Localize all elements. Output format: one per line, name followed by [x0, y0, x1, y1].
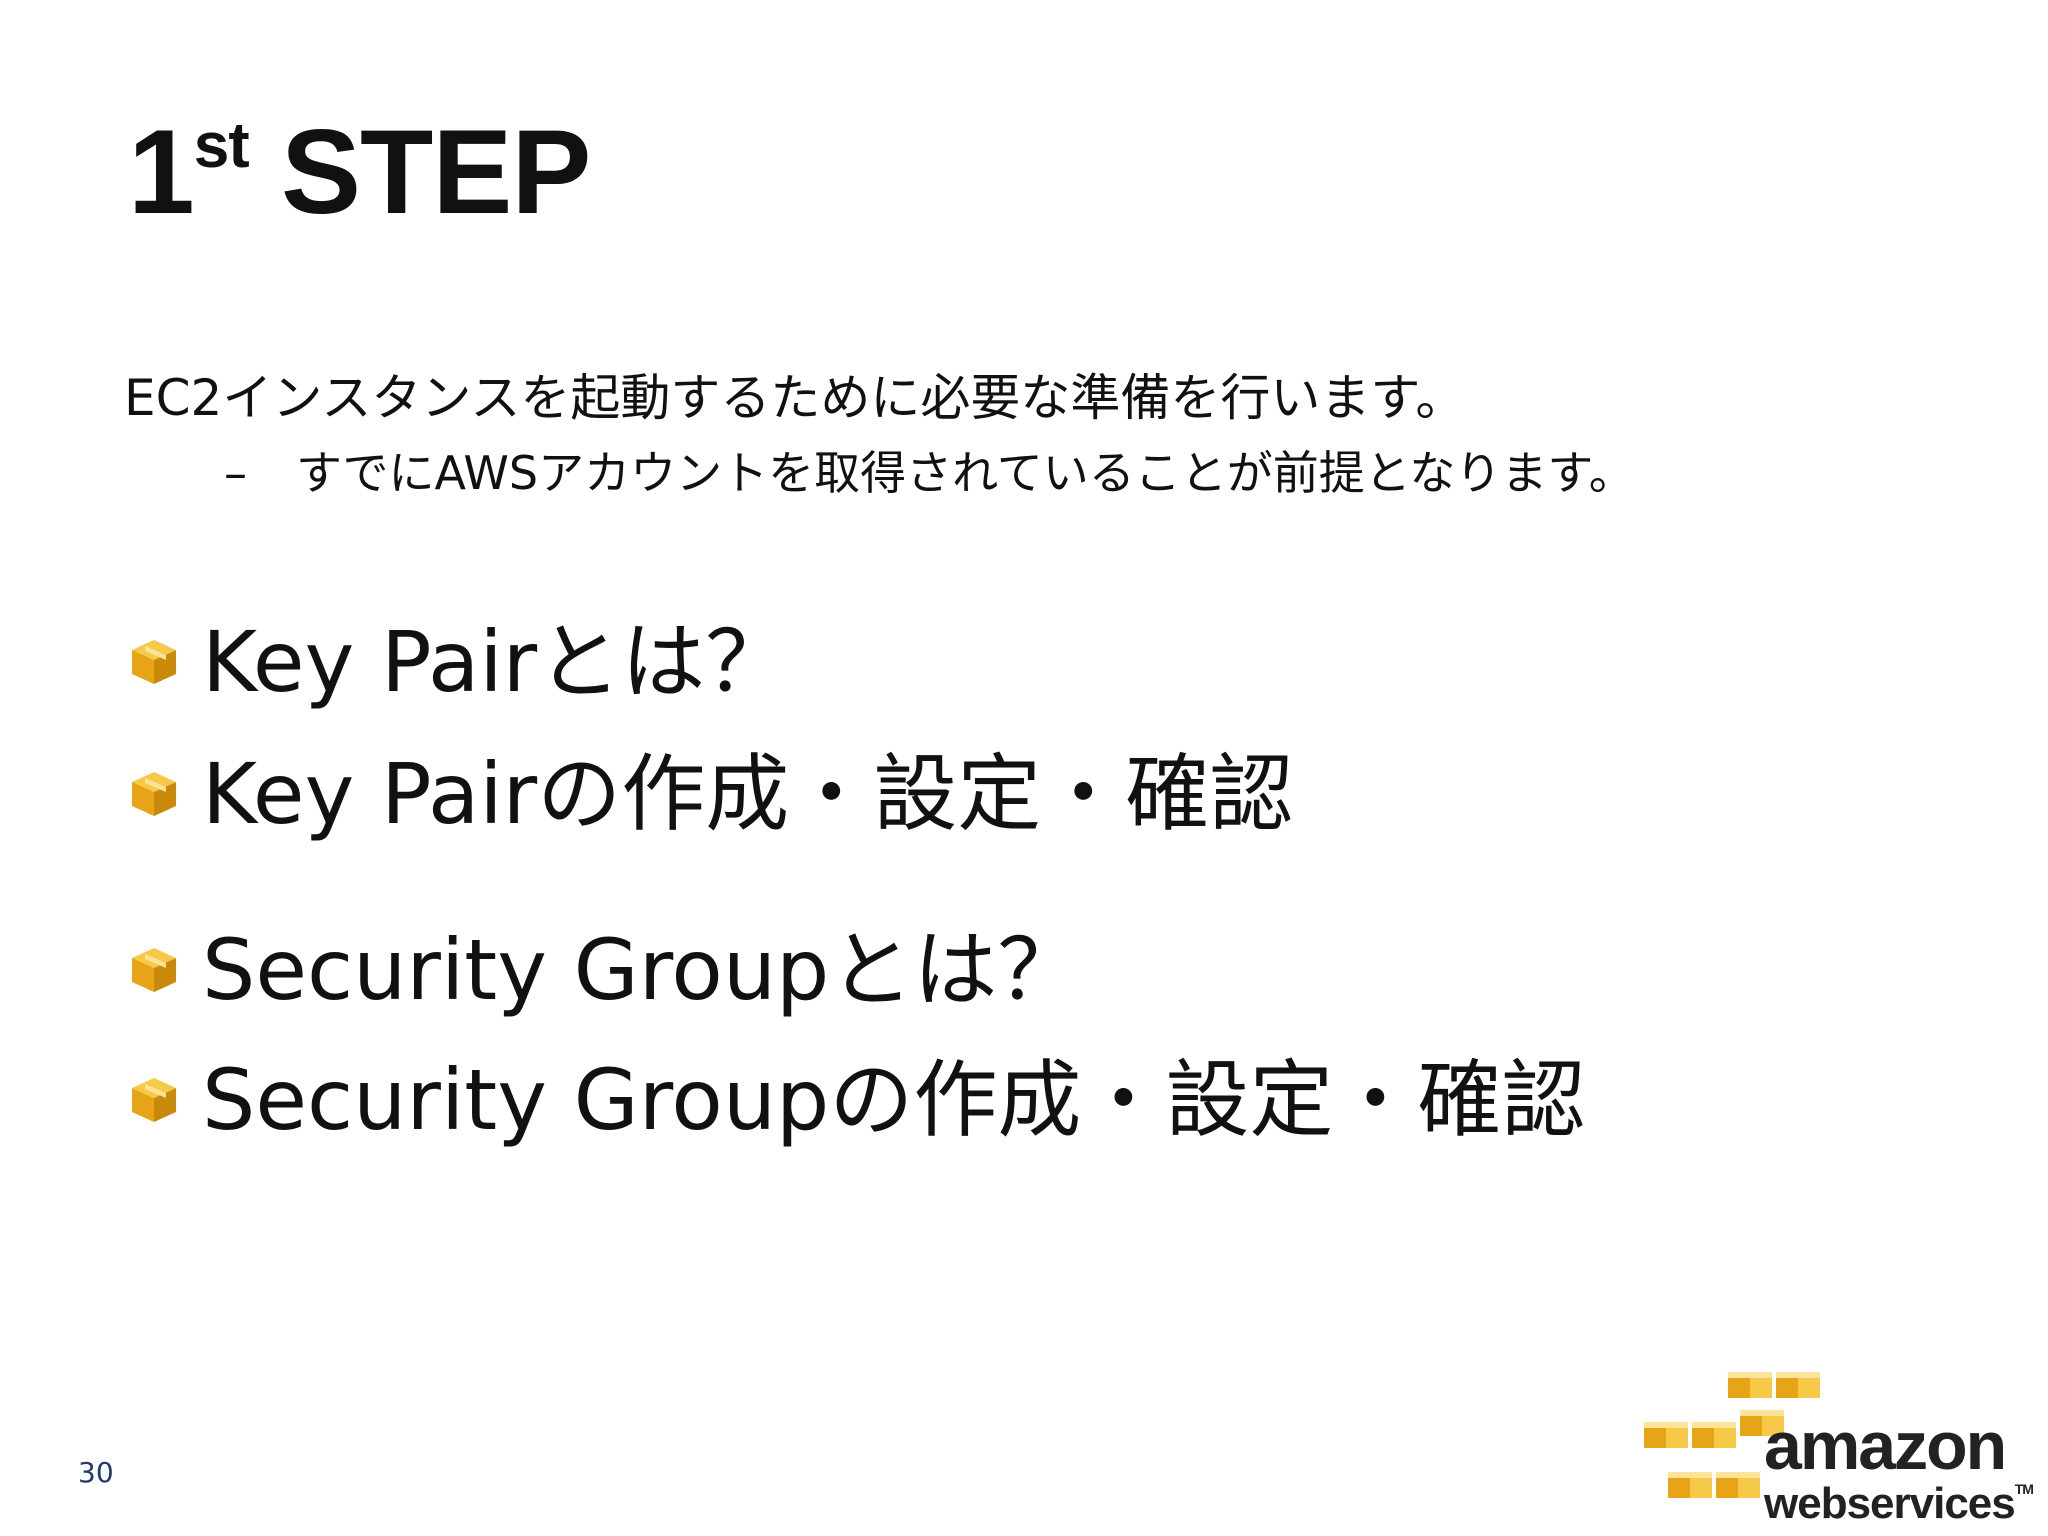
aws-logo-cubes-icon [1644, 1372, 1820, 1498]
logo-amazon-text: amazon [1764, 1408, 2007, 1484]
title-ordinal-suffix: st [193, 109, 250, 181]
title-number: 1 [128, 105, 195, 239]
aws-cube-icon [132, 948, 176, 992]
bullet-text: Key Pairの作成・設定・確認 [202, 745, 1294, 843]
title-step-text: STEP [248, 105, 591, 239]
sub-bullet-dash: – [224, 446, 247, 500]
bullet-item: Key Pairの作成・設定・確認 [128, 752, 1293, 836]
logo-webservices-line: webservicesTM [1764, 1479, 2034, 1528]
aws-cube-icon [132, 1078, 176, 1122]
intro-text: EC2インスタンスを起動するために必要な準備を行います。 [124, 369, 1466, 427]
aws-cube-icon [132, 772, 176, 816]
bullet-item: Key Pairとは？ [128, 620, 789, 704]
sub-bullet-text: すでにAWSアカウントを取得されていることが前提となります。 [296, 446, 1635, 500]
bullet-item: Security Groupとは？ [128, 928, 1081, 1012]
sub-bullet: –すでにAWSアカウントを取得されていることが前提となります。 [224, 446, 1635, 501]
page-number: 30 [78, 1456, 114, 1489]
bullet-text: Security Groupの作成・設定・確認 [202, 1051, 1586, 1149]
bullet-item: Security Groupの作成・設定・確認 [128, 1058, 1585, 1142]
slide-title: 1st STEP [128, 109, 591, 232]
logo-webservices-text: webservices [1764, 1479, 2016, 1528]
aws-logo-wordmark: amazon webservicesTM [1764, 1408, 2034, 1528]
logo-cube-group [1644, 1372, 1820, 1498]
aws-cube-icon [132, 640, 176, 684]
bullet-text: Security Groupとは？ [202, 921, 1082, 1019]
bullet-text: Key Pairとは？ [202, 613, 790, 711]
logo-trademark: TM [2014, 1481, 2034, 1497]
